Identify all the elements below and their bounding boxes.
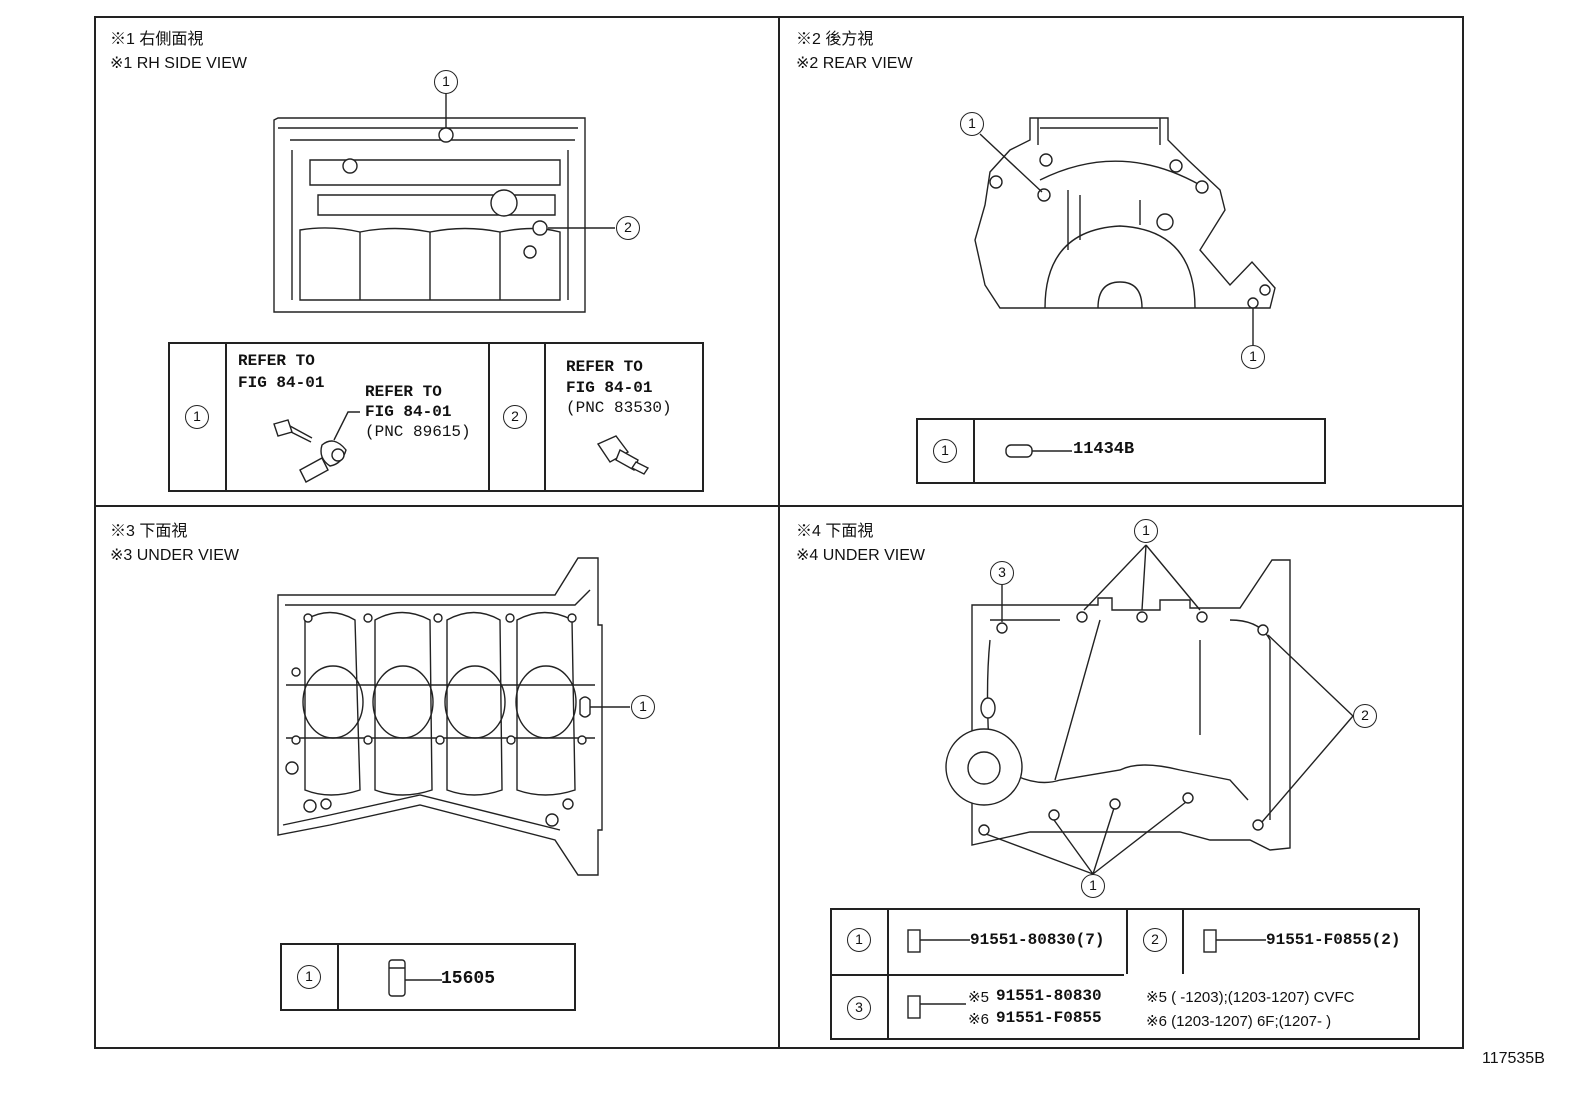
panel-rear-caption-en: ※2 REAR VIEW [796, 55, 913, 72]
under4-note-ref-6: ※6 [968, 1011, 989, 1028]
panel-under3-caption-en: ※3 UNDER VIEW [110, 547, 239, 564]
panel-rh-caption-jp: ※1 右側面視 [110, 31, 204, 48]
panel-under3-caption-jp: ※3 下面視 [110, 523, 188, 540]
rh-refer-b-line2: FIG 84-01 [365, 403, 452, 421]
under4-note-ref-5: ※5 [968, 989, 989, 1006]
callout-rear-1b: 1 [1241, 345, 1265, 369]
under4-note-6: ※6 (1203-1207) 6F;(1207- ) [1146, 1013, 1332, 1030]
under4-table-callout-3: 3 [847, 996, 871, 1020]
callout-under3-1: 1 [631, 695, 655, 719]
callout-rh-2: 2 [616, 216, 640, 240]
rh-refer-c-line2: FIG 84-01 [566, 379, 653, 397]
under4-parts-table [830, 908, 1420, 1040]
callout-rh-1: 1 [434, 70, 458, 94]
panel-rear-caption-jp: ※2 後方視 [796, 31, 874, 48]
callout-under4-2: 2 [1353, 704, 1377, 728]
rear-part-11434b: 11434B [1073, 440, 1135, 459]
rh-refer-b-line1: REFER TO [365, 383, 442, 401]
rh-refer-a-line2: FIG 84-01 [238, 374, 325, 392]
callout-under4-1a: 1 [1134, 519, 1158, 543]
under3-part-15605: 15605 [441, 969, 496, 989]
rh-table-callout-2: 2 [503, 405, 527, 429]
under4-note-5: ※5 ( -1203);(1203-1207) CVFC [1146, 989, 1355, 1006]
under4-part-91551-80830-7: 91551-80830(7) [970, 931, 1105, 949]
rh-refer-c-line3: (PNC 83530) [566, 399, 672, 417]
rear-parts-table [916, 418, 1326, 484]
panel-divider-vertical [778, 16, 780, 1049]
under3-parts-table [280, 943, 576, 1011]
panel-under4-caption-en: ※4 UNDER VIEW [796, 547, 925, 564]
rh-table-callout-1: 1 [185, 405, 209, 429]
under4-part-91551-f0855-2: 91551-F0855(2) [1266, 931, 1401, 949]
callout-under4-3: 3 [990, 561, 1014, 585]
panel-divider-horizontal [94, 505, 1464, 507]
rear-table-callout-1: 1 [933, 439, 957, 463]
callout-rear-1a: 1 [960, 112, 984, 136]
rh-parts-table [168, 342, 704, 492]
under4-table-callout-1: 1 [847, 928, 871, 952]
rh-refer-b-line3: (PNC 89615) [365, 423, 471, 441]
callout-under4-1b: 1 [1081, 874, 1105, 898]
under4-part-91551-f0855: 91551-F0855 [996, 1009, 1102, 1027]
under4-part-91551-80830: 91551-80830 [996, 987, 1102, 1005]
under4-table-callout-2: 2 [1143, 928, 1167, 952]
under3-table-callout-1: 1 [297, 965, 321, 989]
rh-refer-a-line1: REFER TO [238, 352, 315, 370]
rh-refer-c-line1: REFER TO [566, 358, 643, 376]
panel-under4-caption-jp: ※4 下面視 [796, 523, 874, 540]
figure-id: 117535B [1482, 1050, 1545, 1067]
panel-rh-caption-en: ※1 RH SIDE VIEW [110, 55, 247, 72]
